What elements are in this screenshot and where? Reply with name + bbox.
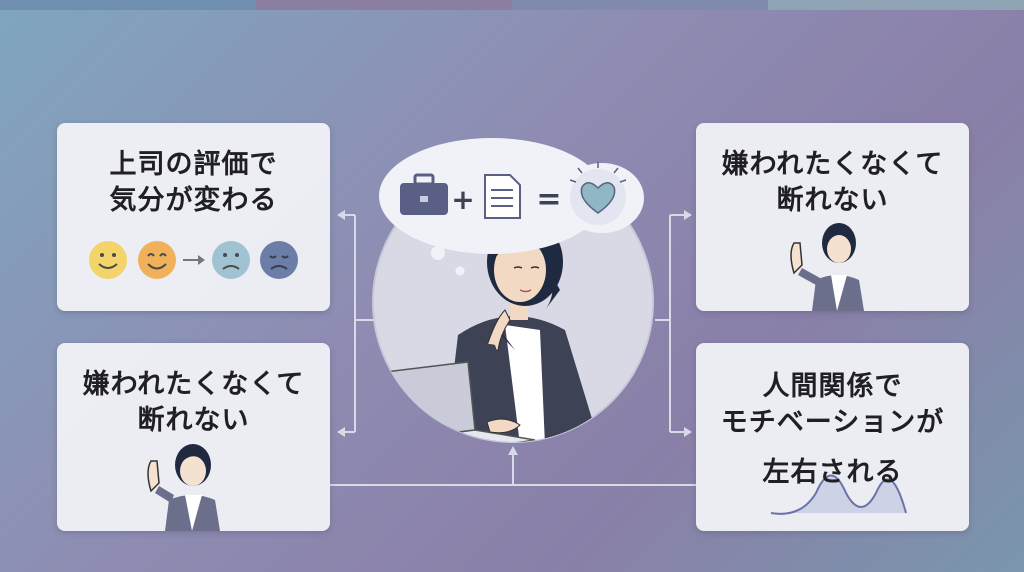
worried-face-icon [212,241,250,279]
plus-sign: + [451,183,474,216]
woman-raising-hand-icon [147,444,220,531]
top-color-strip [0,0,1024,10]
card-title: 嫌われたくなくて 断れない [721,149,944,216]
card-title: 嫌われたくなくて 断れない [82,369,305,436]
sad-face-icon [260,241,298,279]
briefcase-icon [400,173,448,215]
smile-face-icon [89,241,127,279]
mood-faces [89,241,298,279]
card-title: 人間関係で モチベーションが 左右される [720,371,945,488]
equals-sign: = [536,182,561,217]
card-boss-evaluation: 上司の評価で 気分が変わる [57,123,330,311]
woman-raising-hand-icon [790,223,864,311]
card-cannot-refuse-right: 嫌われたくなくて 断れない [696,123,969,311]
wave-graph-icon [770,474,907,515]
document-icon [484,174,521,219]
card-title: 上司の評価で 気分が変わる [109,149,278,216]
card-cannot-refuse-left: 嫌われたくなくて 断れない [57,343,330,531]
heart-icon [569,162,627,225]
happy-face-icon [138,241,176,279]
card-relationships-motivation: 人間関係で モチベーションが 左右される [696,343,969,531]
arrow-right-icon [183,255,205,265]
